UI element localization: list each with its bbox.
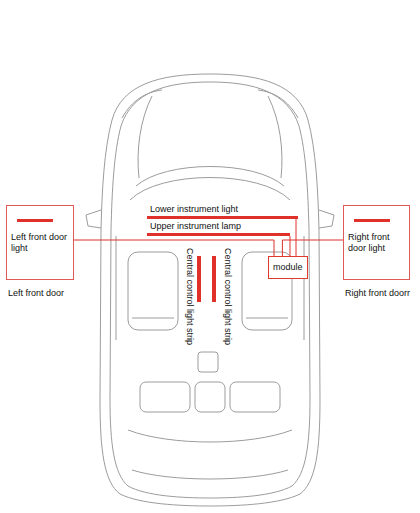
upper-instrument-strip — [147, 233, 290, 236]
rear-seat — [230, 382, 280, 412]
car-body — [86, 74, 334, 506]
part-heading: Right front doorr — [343, 288, 410, 299]
front-seat — [128, 252, 178, 330]
wire-connector — [74, 240, 274, 256]
door-lamp-strip — [354, 219, 390, 222]
mirror — [86, 210, 101, 228]
module-frame: module — [268, 256, 308, 279]
rear-seat — [195, 382, 225, 412]
door-lamp-strip — [17, 219, 53, 222]
headlight — [122, 90, 162, 118]
console — [198, 352, 218, 372]
headlight — [258, 90, 298, 118]
lower-instrument-strip — [147, 216, 298, 219]
seat-back — [132, 318, 174, 319]
central-strip — [212, 256, 216, 302]
strip-wire — [296, 219, 297, 256]
door-line — [304, 236, 305, 340]
trunk-line — [132, 470, 288, 479]
mirror — [319, 210, 334, 228]
rear-deck — [128, 430, 292, 442]
part-heading: Left front door — [6, 288, 74, 299]
hood-line — [268, 96, 282, 178]
body-inner-line — [110, 82, 310, 498]
node-text: Left front door light — [11, 232, 69, 254]
windshield — [136, 167, 284, 187]
control-module: module — [268, 256, 308, 279]
panel-frame: Right front door light — [343, 205, 410, 280]
door-light-panel: Right front door lightRight front doorr — [343, 205, 410, 299]
door-line — [116, 236, 117, 340]
seat-back — [246, 318, 288, 319]
hood-line — [138, 96, 152, 178]
panel-frame: Left front door light — [6, 205, 74, 280]
strip-label: Central control light strip — [184, 248, 195, 345]
node-text: Right front door light — [348, 232, 405, 254]
windshield — [130, 178, 290, 201]
wire-connector — [282, 240, 343, 256]
rear-seat — [140, 382, 190, 412]
lamp-label: Lower instrument light — [150, 204, 238, 215]
lamp-label: Upper instrument lamp — [150, 221, 241, 232]
strip-wire — [290, 236, 291, 256]
body-outline — [100, 74, 320, 506]
strip-label: Central control light strip — [222, 248, 233, 345]
central-strip — [197, 256, 201, 302]
door-light-panel: Left front door lightLeft front door — [6, 205, 74, 299]
node-text: module — [273, 262, 303, 273]
